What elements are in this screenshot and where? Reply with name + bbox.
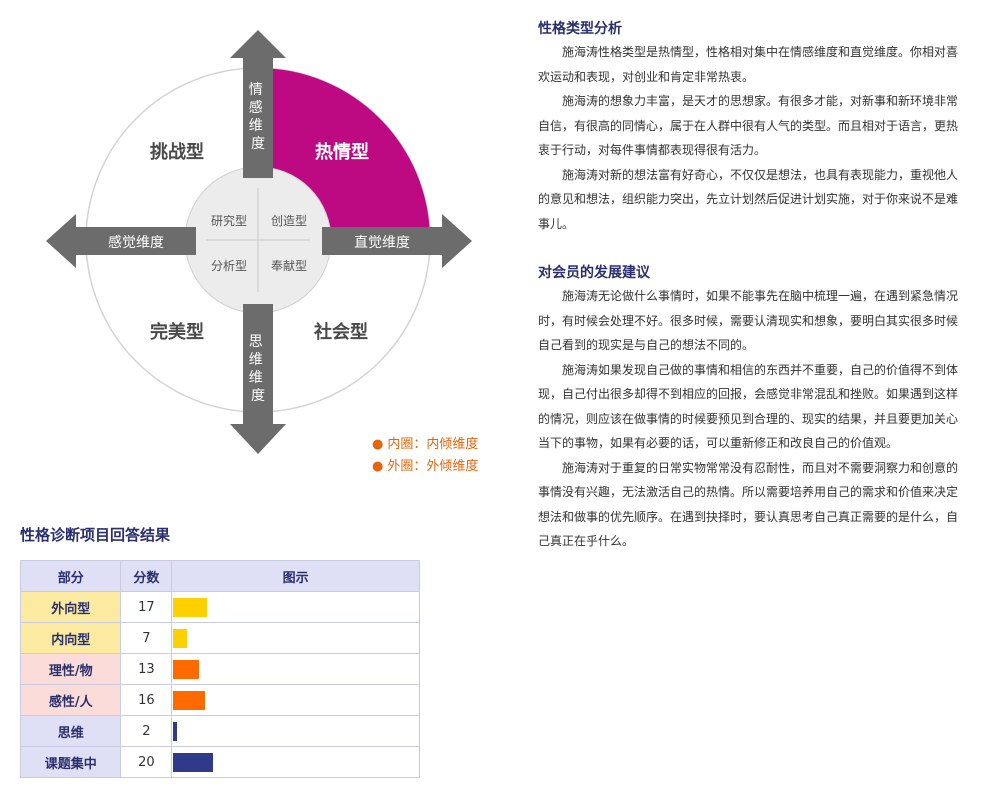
quadrant-label-top-left: 挑战型 — [150, 141, 204, 163]
row-score: 16 — [120, 684, 173, 716]
row-category: 内向型 — [19, 622, 122, 654]
results-title: 性格诊断项目回答结果 — [20, 526, 171, 544]
row-score: 7 — [120, 622, 173, 654]
row-category: 课题集中 — [19, 746, 122, 778]
row-score: 17 — [120, 591, 173, 623]
row-bar-cell — [171, 684, 420, 716]
axis-label-left: 感觉维度 — [108, 234, 164, 251]
arrow-up — [230, 30, 286, 178]
diagram-legend: ●内圈：内倾维度 ●外圈：外倾维度 — [372, 434, 478, 478]
row-bar-cell — [171, 653, 420, 685]
analysis-section: 性格类型分析 施海涛性格类型是热情型，性格相对集中在情感维度和直觉维度。你相对喜… — [538, 18, 963, 236]
row-bar-cell — [171, 622, 420, 654]
table-row: 内向型 7 — [19, 622, 420, 654]
inner-label-bottom-left: 分析型 — [211, 259, 247, 273]
legend-dot-icon: ● — [372, 437, 384, 452]
analysis-panel: 性格类型分析 施海涛性格类型是热情型，性格相对集中在情感维度和直觉维度。你相对喜… — [538, 18, 963, 580]
table-row: 理性/物 13 — [19, 653, 420, 685]
score-bar — [173, 752, 214, 772]
results-table: 部分 分数 图示 外向型 17 内向型 7 理性/物 13 感性/人 16 思维… — [19, 560, 420, 778]
score-bar — [173, 628, 188, 648]
advice-paragraph: 施海涛无论做什么事情时，如果不能事先在脑中梳理一遍，在遇到紧急情况时，有时候会处… — [538, 289, 959, 352]
row-bar-cell — [171, 746, 420, 778]
inner-label-top-left: 研究型 — [211, 213, 247, 228]
row-score: 20 — [120, 746, 173, 778]
score-bar — [173, 690, 206, 710]
analysis-paragraph: 施海涛性格类型是热情型，性格相对集中在情感维度和直觉维度。你相对喜欢运动和表现，… — [538, 45, 959, 84]
advice-paragraph: 施海涛对于重复的日常实物常常没有忍耐性，而且对不需要洞察力和创意的事情没有兴趣，… — [538, 460, 959, 549]
inner-label-top-right: 创造型 — [271, 214, 307, 228]
inner-label-bottom-right: 奉献型 — [271, 258, 307, 273]
quadrant-label-bottom-left: 完美型 — [150, 321, 204, 343]
results-header-row: 部分 分数 图示 — [19, 560, 420, 592]
row-category: 感性/人 — [19, 684, 122, 716]
axis-arrows — [46, 30, 472, 454]
row-category: 外向型 — [19, 591, 122, 623]
row-score: 13 — [120, 653, 173, 685]
arrow-down — [230, 304, 286, 454]
table-row: 感性/人 16 — [19, 684, 420, 716]
score-bar — [173, 721, 178, 741]
analysis-paragraph: 施海涛的想象力丰富，是天才的思想家。有很多才能，对新事和新环境非常自信，有很高的… — [538, 94, 959, 157]
legend-item-outer: ●外圈：外倾维度 — [372, 456, 478, 478]
axis-label-up: 情 感 维 度 — [249, 82, 267, 152]
arrow-right — [322, 214, 472, 268]
quadrant-label-bottom-right: 社会型 — [314, 321, 368, 343]
header-chart: 图示 — [171, 560, 420, 592]
arrow-left — [46, 214, 196, 268]
axis-label-right: 直觉维度 — [354, 234, 410, 251]
row-score: 2 — [120, 715, 173, 747]
row-bar-cell — [171, 591, 420, 623]
analysis-title: 性格类型分析 — [538, 21, 622, 37]
axis-label-down: 思 维 维 度 — [249, 334, 267, 404]
legend-dot-icon: ● — [372, 459, 384, 474]
table-row: 外向型 17 — [19, 591, 420, 623]
legend-item-inner: ●内圈：内倾维度 — [372, 434, 478, 456]
personality-quadrant-diagram: 情 感 维 度 思 维 维 度 感觉维度 直觉维度 挑战型 热情型 完美型 社会… — [46, 30, 472, 454]
advice-title: 对会员的发展建议 — [538, 265, 650, 281]
legend-text: 内圈：内倾维度 — [387, 437, 479, 452]
analysis-paragraph: 施海涛对新的想法富有好奇心，不仅仅是想法，也具有表现能力，重视他人的意见和想法，… — [538, 167, 959, 231]
header-category: 部分 — [19, 560, 122, 592]
quadrant-label-top-right: 热情型 — [315, 141, 369, 163]
score-bar — [173, 597, 208, 617]
row-category: 思维 — [19, 715, 122, 747]
legend-text: 外圈：外倾维度 — [387, 459, 479, 474]
row-category: 理性/物 — [19, 653, 122, 685]
table-row: 思维 2 — [19, 715, 420, 747]
score-bar — [173, 659, 200, 679]
advice-section: 对会员的发展建议 施海涛无论做什么事情时，如果不能事先在脑中梳理一遍，在遇到紧急… — [538, 262, 963, 554]
table-row: 课题集中 20 — [19, 746, 420, 778]
header-score: 分数 — [120, 560, 173, 592]
advice-paragraph: 施海涛如果发现自己做的事情和相信的东西并不重要，自己的价值得不到体现，自己付出很… — [538, 362, 959, 451]
row-bar-cell — [171, 715, 420, 747]
